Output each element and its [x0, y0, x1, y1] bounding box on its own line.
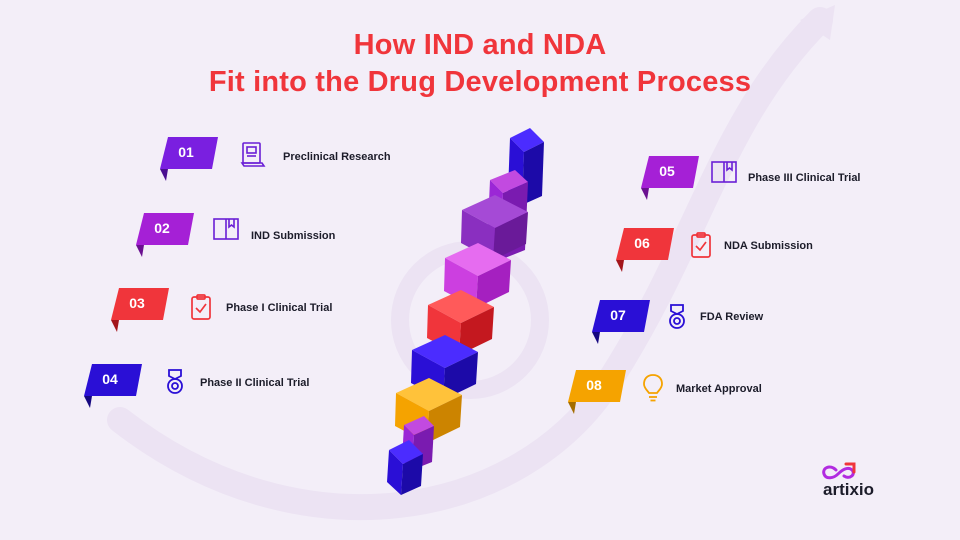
- step-01-tag: 01: [160, 137, 218, 181]
- medal-icon: [163, 368, 189, 394]
- step-02-label: IND Submission: [251, 230, 336, 242]
- step-04-number: 04: [102, 371, 118, 387]
- step-07-tag: 07: [592, 300, 650, 344]
- step-08-label: Market Approval: [676, 383, 762, 395]
- step-02-tag: 02: [136, 213, 194, 257]
- step-03-label: Phase I Clinical Trial: [226, 302, 333, 314]
- clipboard-check-icon: [188, 293, 214, 320]
- book-icon: [212, 216, 239, 242]
- step-07-label: FDA Review: [700, 311, 764, 323]
- book-icon: [710, 159, 737, 185]
- page-title-line2: Fit into the Drug Development Process: [208, 66, 752, 98]
- artixio-logo: [822, 462, 856, 480]
- step-06-label: NDA Submission: [724, 240, 813, 252]
- step-06-number: 06: [634, 235, 650, 251]
- document-icon: [240, 141, 266, 167]
- step-03-number: 03: [129, 295, 145, 311]
- clipboard-check-icon: [688, 231, 714, 258]
- step-05-number: 05: [659, 163, 675, 179]
- page-title-line1: How IND and NDA: [353, 29, 607, 61]
- step-04-label: Phase II Clinical Trial: [200, 377, 310, 389]
- logo-text: artixio: [823, 480, 875, 499]
- step-05-tag: 05: [641, 156, 699, 200]
- step-01-number: 01: [178, 144, 194, 160]
- step-01-label: Preclinical Research: [283, 151, 391, 163]
- step-06-tag: 06: [616, 228, 674, 272]
- step-03-tag: 03: [111, 288, 169, 332]
- step-02-number: 02: [154, 220, 170, 236]
- medal-icon: [665, 303, 691, 329]
- lightbulb-icon: [641, 373, 667, 402]
- step-08-number: 08: [586, 377, 602, 393]
- step-05-label: Phase III Clinical Trial: [748, 172, 861, 184]
- step-07-number: 07: [610, 307, 626, 323]
- step-04-tag: 04: [84, 364, 142, 408]
- step-08-tag: 08: [568, 370, 626, 414]
